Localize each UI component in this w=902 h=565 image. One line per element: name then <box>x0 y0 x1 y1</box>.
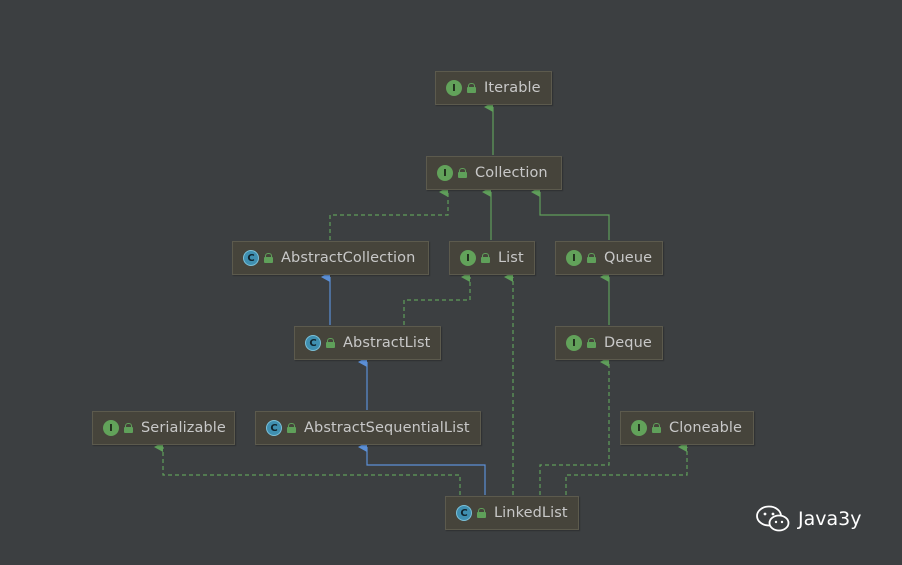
class-icon: C <box>243 250 259 266</box>
lock-icon <box>264 253 273 263</box>
edge-linkedlist-deque <box>539 357 610 495</box>
node-label: Serializable <box>141 420 226 436</box>
lock-icon <box>587 253 596 263</box>
edge-abstractcollection-collection <box>329 187 449 240</box>
lock-icon <box>587 338 596 348</box>
lock-icon <box>652 423 661 433</box>
node-serializable[interactable]: I Serializable <box>92 411 235 445</box>
wechat-icon <box>756 505 790 532</box>
node-abstractlist[interactable]: C AbstractList <box>294 326 441 360</box>
node-label: AbstractSequentialList <box>304 420 470 436</box>
class-icon: C <box>266 420 282 436</box>
interface-icon: I <box>103 420 119 436</box>
node-iterable[interactable]: I Iterable <box>435 71 552 105</box>
edge-queue-collection <box>531 187 610 240</box>
node-queue[interactable]: I Queue <box>555 241 663 275</box>
watermark-text: Java3y <box>798 508 862 530</box>
node-deque[interactable]: I Deque <box>555 326 663 360</box>
interface-icon: I <box>566 335 582 351</box>
node-collection[interactable]: I Collection <box>426 156 562 190</box>
node-label: AbstractList <box>343 335 431 351</box>
class-icon: C <box>456 505 472 521</box>
node-label: List <box>498 250 524 266</box>
watermark: Java3y <box>756 505 861 533</box>
lock-icon <box>326 338 335 348</box>
lock-icon <box>124 423 133 433</box>
node-linkedlist[interactable]: C LinkedList <box>445 496 579 530</box>
interface-icon: I <box>566 250 582 266</box>
edge-abstractlist-list <box>403 272 471 325</box>
interface-icon: I <box>460 250 476 266</box>
node-label: Deque <box>604 335 652 351</box>
lock-icon <box>477 508 486 518</box>
node-label: LinkedList <box>494 505 568 521</box>
edge-linkedlist-serializable <box>154 442 461 495</box>
lock-icon <box>467 83 476 93</box>
edge-linkedlist-abstractsequentiallist <box>358 442 486 495</box>
node-label: Queue <box>604 250 653 266</box>
lock-icon <box>481 253 490 263</box>
node-abstractcollection[interactable]: C AbstractCollection <box>232 241 429 275</box>
node-label: Collection <box>475 165 548 181</box>
lock-icon <box>287 423 296 433</box>
node-cloneable[interactable]: I Cloneable <box>620 411 754 445</box>
node-label: AbstractCollection <box>281 250 416 266</box>
node-label: Iterable <box>484 80 541 96</box>
node-abstractsequentiallist[interactable]: C AbstractSequentialList <box>255 411 481 445</box>
class-icon: C <box>305 335 321 351</box>
interface-icon: I <box>437 165 453 181</box>
edge-linkedlist-cloneable <box>565 442 688 495</box>
node-label: Cloneable <box>669 420 743 436</box>
node-list[interactable]: I List <box>449 241 535 275</box>
interface-icon: I <box>446 80 462 96</box>
lock-icon <box>458 168 467 178</box>
interface-icon: I <box>631 420 647 436</box>
